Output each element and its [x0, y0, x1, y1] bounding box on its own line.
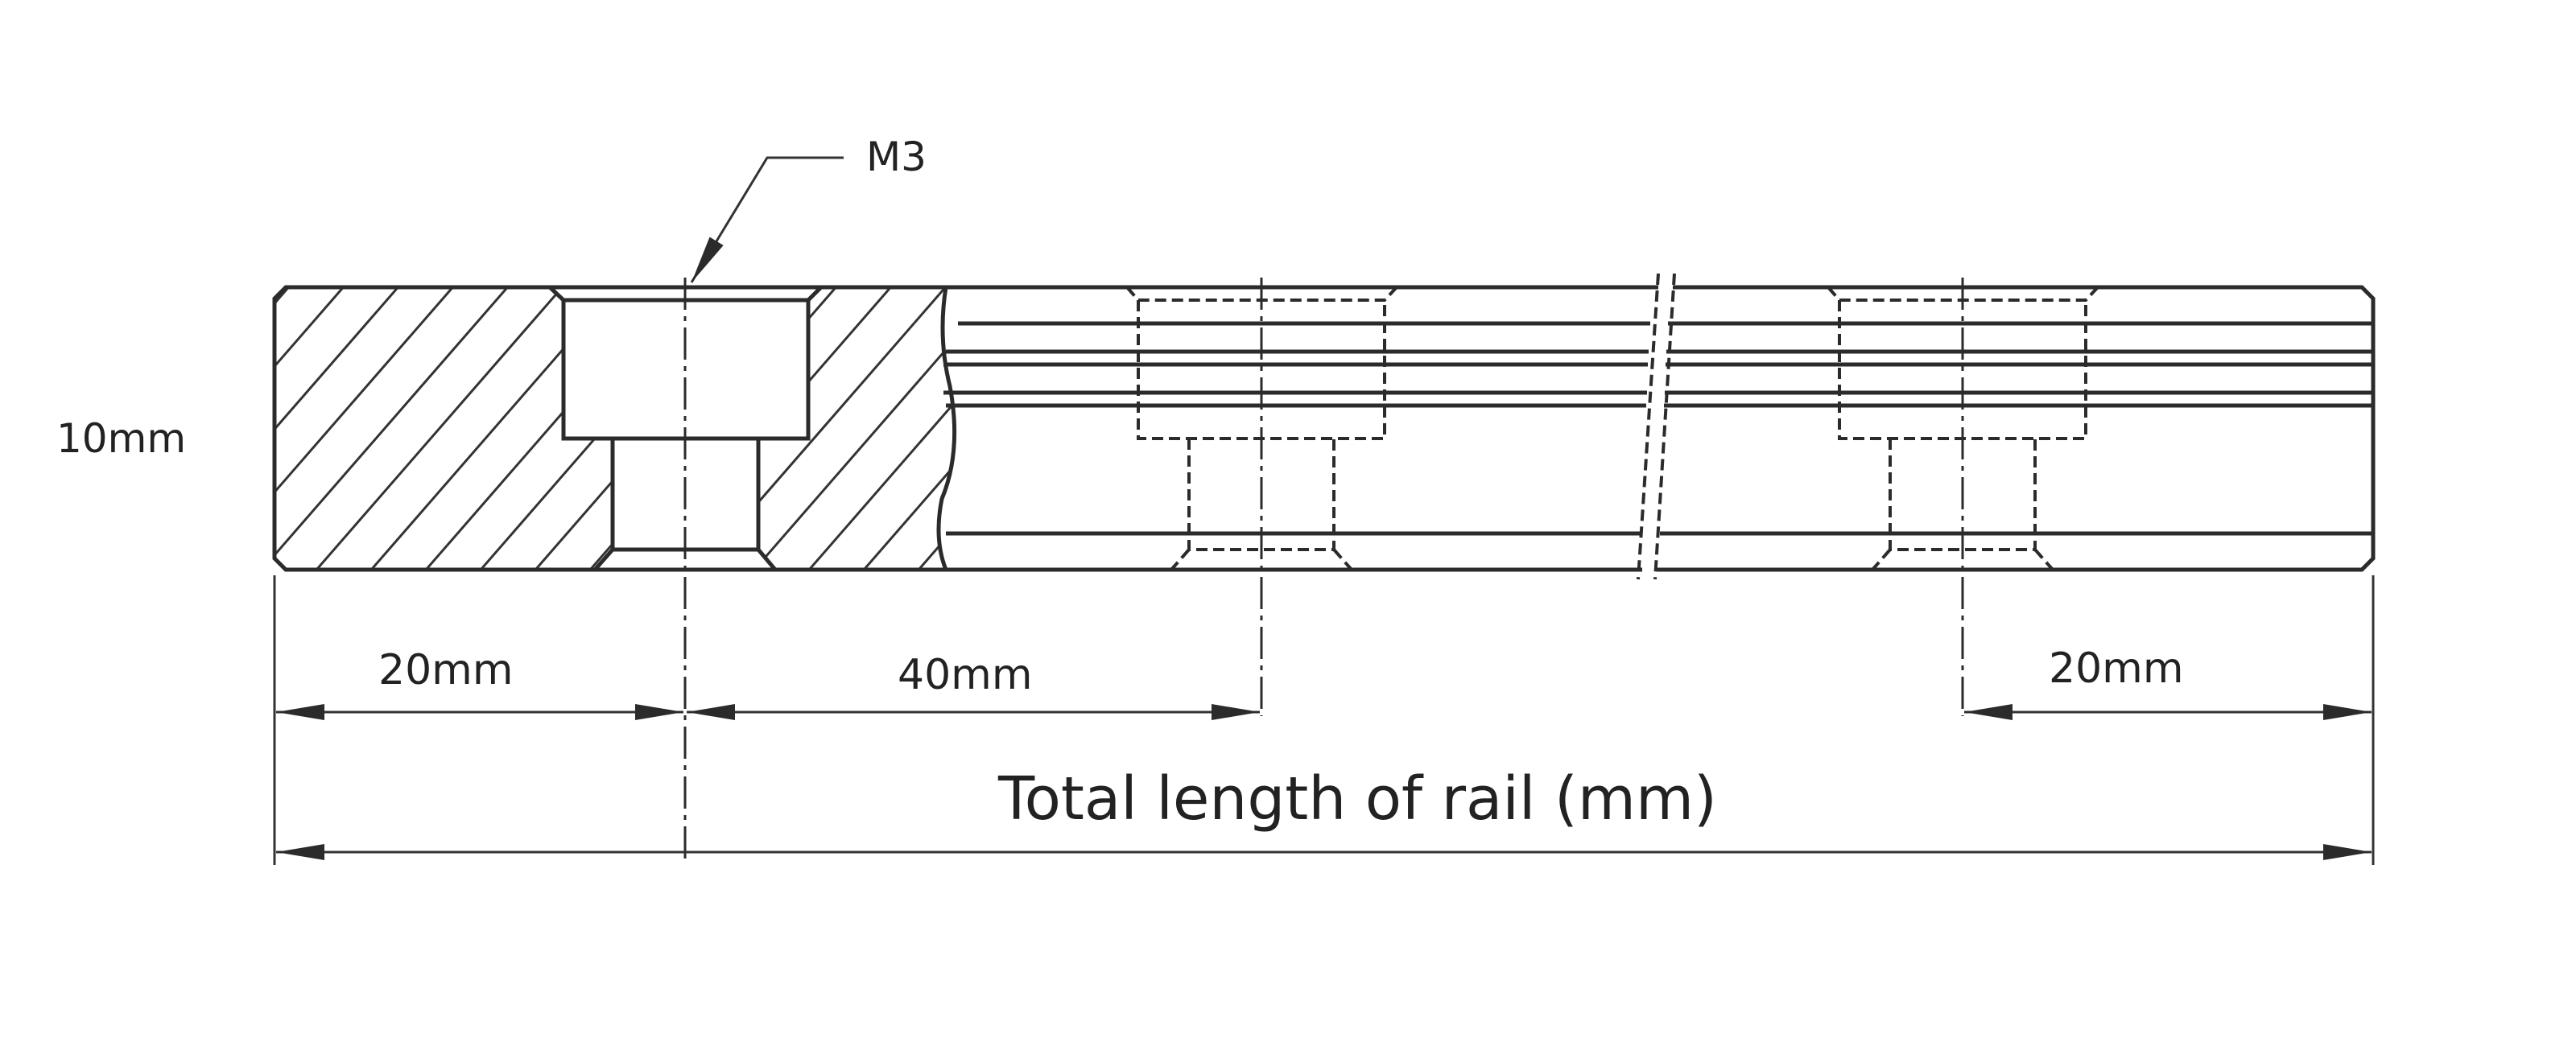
hatch-line: [497, 287, 823, 570]
hatch-line: [992, 241, 1314, 612]
section-hatching: [0, 241, 1314, 612]
hatch-line: [607, 287, 932, 570]
hatch-line: [935, 287, 955, 570]
m3-leader-line: [690, 156, 844, 283]
hatch-line: [275, 287, 440, 570]
hatch-line: [662, 287, 955, 570]
hatch-line: [881, 287, 955, 570]
hatch-line: [275, 287, 549, 570]
dim-first-hole-label: 20mm: [378, 646, 513, 694]
hatch-line: [275, 287, 385, 570]
hatch-line: [716, 287, 955, 570]
hatch-line: [552, 287, 877, 570]
hatch-line: [388, 287, 713, 570]
dim-last-hole-label: 20mm: [2049, 644, 2183, 693]
hatch-line: [826, 287, 955, 570]
rail-profile-lines: [943, 321, 2373, 536]
hatch-line: [275, 287, 494, 570]
mounting-hole-hidden: [1827, 278, 2099, 716]
hatch-line: [0, 241, 55, 612]
extension-lines: [273, 575, 2375, 865]
dim-pitch-label: 40mm: [898, 651, 1032, 699]
height-label: 10mm: [56, 415, 186, 462]
section-break-line: [936, 286, 957, 570]
length-break-symbol: [1637, 273, 1676, 580]
mounting-hole-section: [548, 278, 823, 865]
total-length-label: Total length of rail (mm): [997, 764, 1717, 834]
hatch-line: [279, 287, 604, 570]
hatch-line: [771, 287, 955, 570]
rail-outline: [272, 285, 2376, 572]
mounting-hole-hidden: [1125, 278, 1398, 716]
thread-callout-label: M3: [866, 134, 927, 180]
